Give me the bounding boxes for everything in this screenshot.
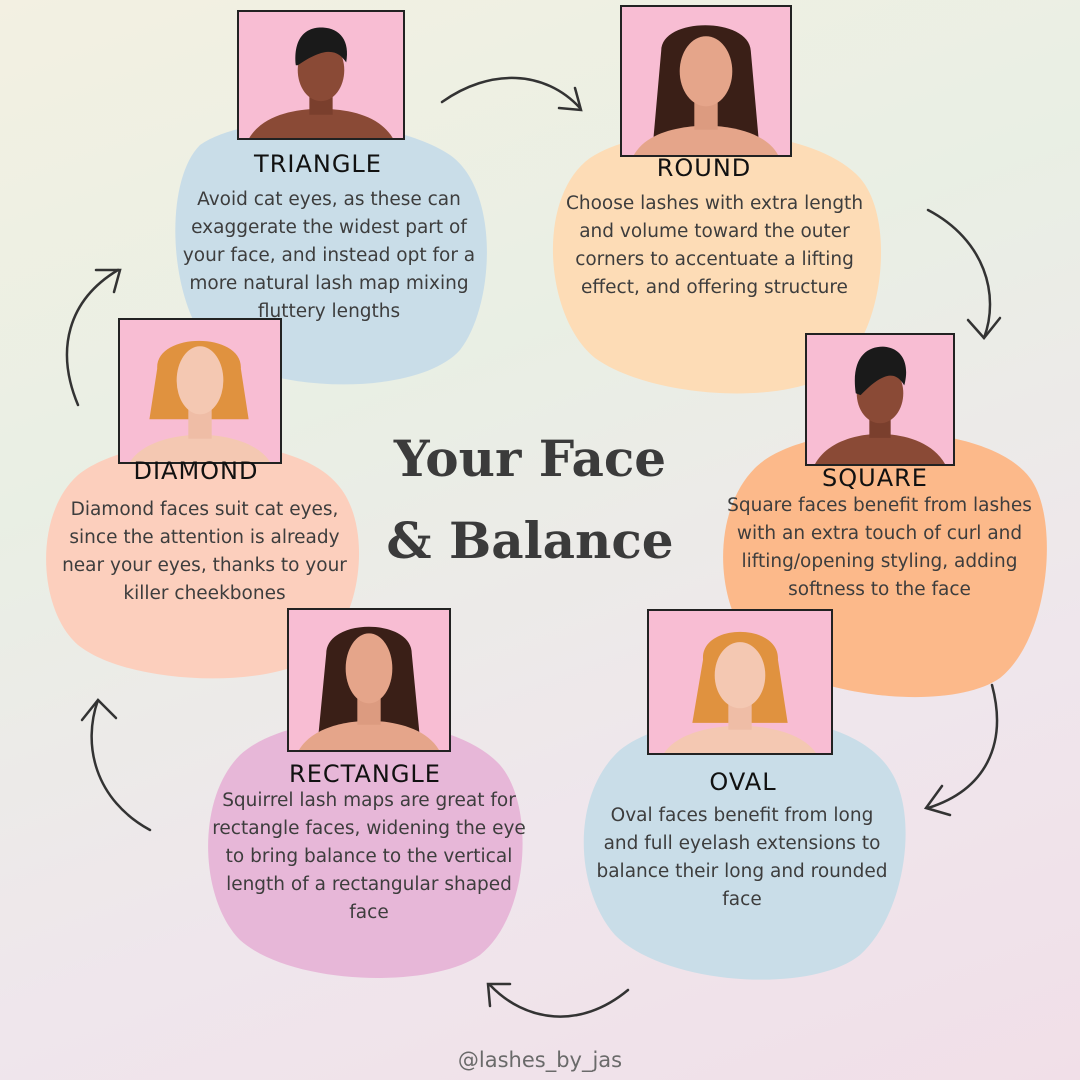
oval-description: Oval faces benefit from long and full ey… (596, 805, 888, 910)
triangle-description: Avoid cat eyes, as these can exaggerate … (182, 189, 476, 322)
rectangle-label: RECTANGLE (289, 760, 441, 788)
square-label: SQUARE (822, 464, 928, 492)
arrow-rectangle-to-diamond (80, 698, 152, 832)
arrow-square-to-oval (923, 683, 999, 817)
arrow-oval-to-rectangle (486, 982, 630, 1018)
arrow-round-to-square (926, 208, 1002, 340)
square-face-photo (805, 333, 955, 466)
diamond-face-photo (118, 318, 282, 464)
page-title-line1: Your Face (393, 429, 667, 488)
rectangle-blob (208, 720, 523, 978)
diamond-blob (46, 442, 360, 679)
arrow-diamond-to-triangle (65, 268, 122, 407)
round-face-photo (620, 5, 792, 157)
oval-face-photo (647, 609, 833, 755)
round-label: ROUND (656, 154, 752, 182)
square-description: Square faces benefit from lashes with an… (727, 495, 1032, 600)
social-handle: @lashes_by_jas (457, 1048, 623, 1072)
rectangle-face-photo (287, 608, 451, 752)
oval-label: OVAL (709, 768, 777, 796)
diamond-description: Diamond faces suit cat eyes, since the a… (62, 499, 347, 604)
round-description: Choose lashes with extra length and volu… (565, 193, 864, 298)
round-blob (552, 131, 882, 394)
triangle-label: TRIANGLE (254, 150, 382, 178)
diamond-label: DIAMOND (133, 457, 259, 485)
triangle-face-photo (237, 10, 405, 140)
oval-blob (583, 716, 906, 980)
page-title-line2: & Balance (386, 511, 674, 570)
rectangle-description: Squirrel lash maps are great for rectang… (212, 790, 526, 923)
arrow-triangle-to-round (440, 76, 583, 112)
